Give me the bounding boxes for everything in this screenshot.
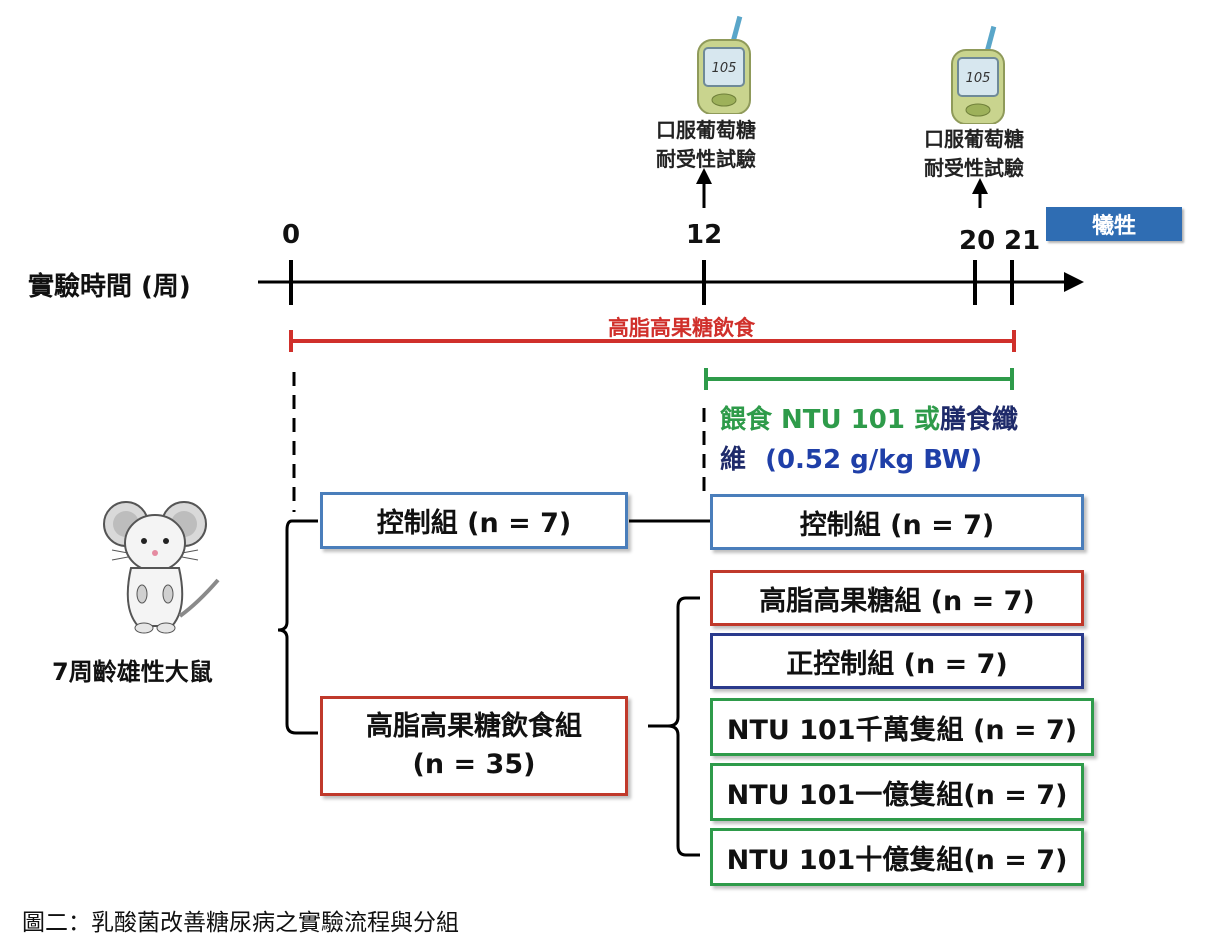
group-label-hfhf-diet: 高脂高果糖飲食組 [366, 711, 582, 742]
group-box-ntu-1b: NTU 101十億隻組(n = 7) [710, 828, 1084, 886]
feeding-fiber-text: 膳食纖 [940, 405, 1019, 435]
feeding-fiber-text-2: 維 [720, 445, 747, 475]
group-box-hfhf-diet: 高脂高果糖飲食組 (n = 35) [320, 696, 628, 796]
rat-icon [103, 501, 220, 634]
meter-reading: 105 [966, 71, 991, 86]
rat-label: 7周齡雄性大鼠 [52, 658, 213, 686]
group-box-hfhf-final: 高脂高果糖組 (n = 7) [710, 570, 1084, 626]
sacrifice-badge: 犧牲 [1046, 207, 1182, 241]
feeding-dose: (0.52 g/kg BW) [765, 445, 983, 475]
group-label-positive-control: 正控制組 (n = 7) [786, 648, 1008, 680]
group-box-control-initial: 控制組 (n = 7) [320, 492, 628, 549]
group-label-hfhf-final: 高脂高果糖組 (n = 7) [759, 585, 1035, 617]
figure-caption: 圖二：乳酸菌改善糖尿病之實驗流程與分組 [22, 910, 459, 936]
meter-reading: 105 [712, 61, 737, 76]
sacrifice-label: 犧牲 [1091, 214, 1136, 239]
group-box-ntu-100m: NTU 101一億隻組(n = 7) [710, 763, 1084, 821]
group-label-control-initial: 控制組 (n = 7) [376, 508, 572, 539]
group-box-control-final: 控制組 (n = 7) [710, 494, 1084, 550]
glucose-meter-icon: 105 [697, 15, 751, 114]
group-label-control-final: 控制組 (n = 7) [799, 509, 995, 541]
group-label-ntu-100m: NTU 101一億隻組(n = 7) [726, 779, 1068, 811]
ogtt-label-week20: 口服葡萄糖 耐受性試驗 [924, 127, 1024, 180]
feeding-label: 餵食 NTU 101 或膳食纖 維 (0.52 g/kg BW) [720, 400, 1018, 480]
tick-label-12: 12 [686, 220, 723, 250]
diet-bar-label: 高脂高果糖飲食 [608, 316, 755, 340]
axis-label: 實驗時間 (周) [28, 272, 191, 302]
tick-label-0: 0 [282, 220, 301, 250]
feeding-ntu-text: 餵食 NTU 101 或 [720, 405, 941, 435]
tick-label-21: 21 [1004, 226, 1041, 256]
group-label-ntu-1b: NTU 101十億隻組(n = 7) [726, 844, 1068, 876]
group-box-ntu-10m: NTU 101千萬隻組 (n = 7) [710, 698, 1094, 756]
ogtt-label-week12: 口服葡萄糖 耐受性試驗 [656, 118, 756, 171]
group-label-ntu-10m: NTU 101千萬隻組 (n = 7) [726, 714, 1078, 746]
group-box-positive-control: 正控制組 (n = 7) [710, 633, 1084, 689]
glucose-meter-icon: 105 [951, 25, 1005, 124]
group-label-hfhf-count: (n = 35) [412, 749, 536, 780]
tick-label-20: 20 [959, 226, 996, 256]
